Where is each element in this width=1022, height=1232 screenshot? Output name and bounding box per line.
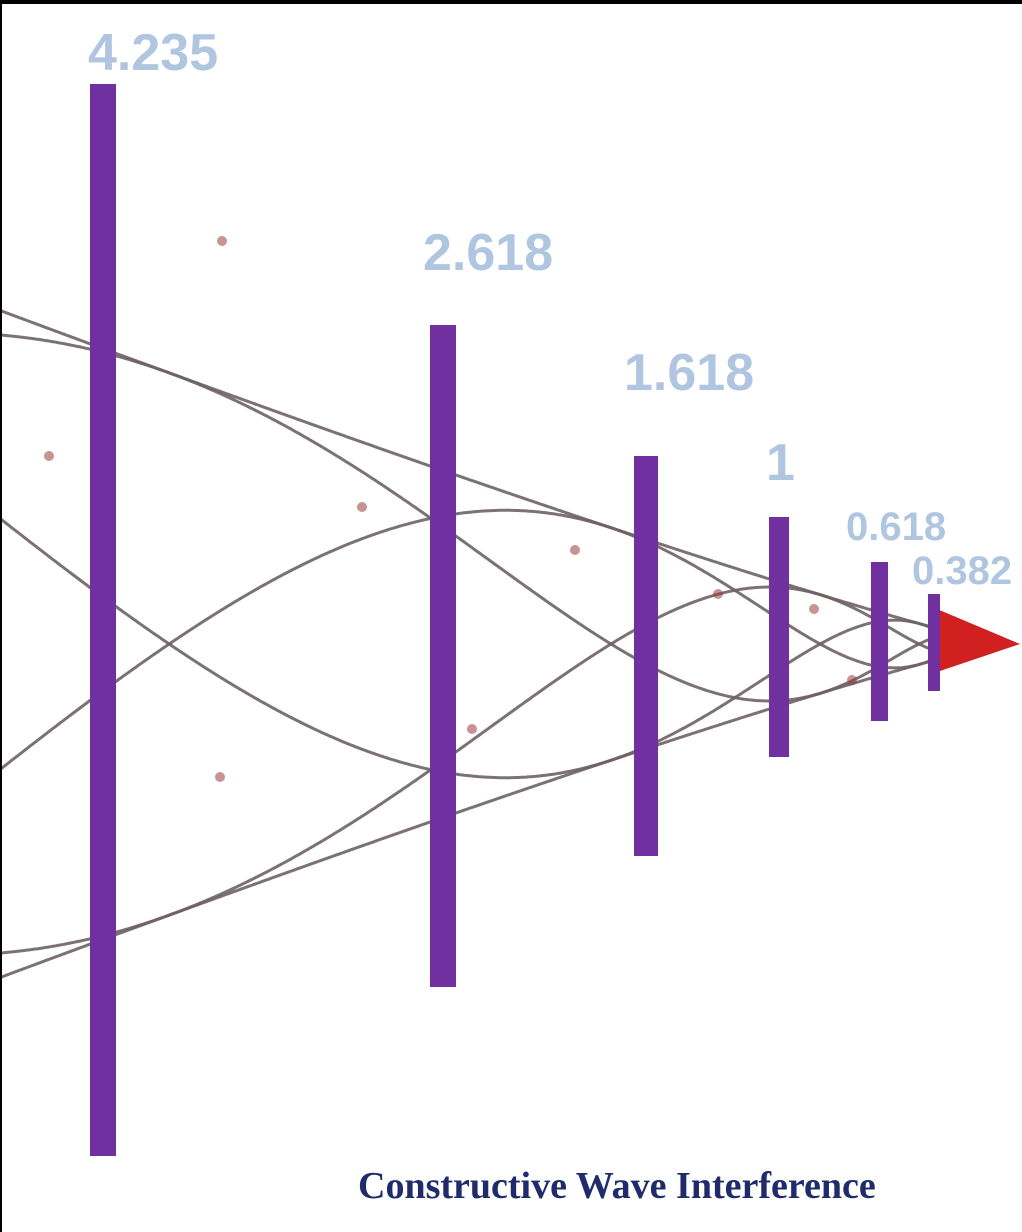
bar-label-4235: 4.235 [88, 24, 218, 82]
bar-label-2618: 2.618 [423, 224, 553, 282]
crossing-node [217, 236, 227, 246]
bar-0382 [928, 594, 940, 691]
bar-label-1618: 1.618 [624, 344, 754, 402]
bar-4235 [90, 84, 116, 1156]
bar-2618 [430, 325, 456, 987]
bar-0618 [871, 562, 888, 721]
crossing-node [215, 772, 225, 782]
convergence-tip [937, 609, 1020, 672]
bar-1618 [634, 456, 658, 856]
bar-label-0618: 0.618 [846, 505, 946, 549]
bar-1 [769, 517, 789, 757]
bar-label-0382: 0.382 [912, 549, 1012, 593]
crossing-node [713, 589, 723, 599]
crossing-node [357, 502, 367, 512]
wave-curve [2, 587, 1000, 954]
envelope-curve [2, 644, 1002, 984]
crossing-node [847, 675, 857, 685]
bar-label-1: 1 [766, 434, 795, 492]
crossing-node [467, 724, 477, 734]
wave-interference-diagram: 4.235 2.618 1.618 1 0.618 0.382 [2, 4, 1022, 1232]
crossing-node [44, 451, 54, 461]
crossing-node [570, 545, 580, 555]
wave-curve [2, 510, 1000, 783]
diagram-caption: Constructive Wave Interference [358, 1164, 876, 1208]
diagram-canvas: 4.235 2.618 1.618 1 0.618 0.382 Construc… [2, 4, 1022, 1232]
crossing-node [809, 604, 819, 614]
envelope-curve [2, 304, 1002, 644]
interference-waves [2, 304, 1002, 985]
